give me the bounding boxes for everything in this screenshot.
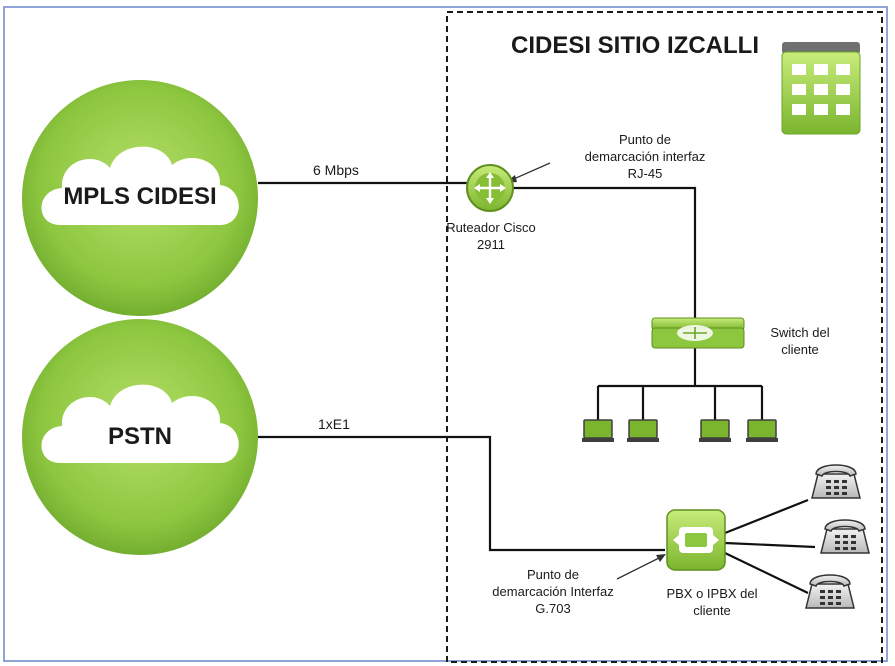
mpls-link-speed: 6 Mbps [313,162,359,178]
router-label: Ruteador Cisco 2911 [446,220,536,252]
router-demarc-note: Punto de demarcación interfaz RJ-45 [584,132,706,181]
pstn-cloud-icon [22,319,258,555]
site-boundary [446,11,883,663]
laptop-icon [699,419,731,442]
telephone-icon [805,574,855,609]
laptop-icon [627,419,659,442]
pstn-cloud-label: PSTN [107,423,172,450]
demarc-arrow-pbx [616,554,666,580]
connection-lines [258,181,816,594]
telephone-icon [820,519,870,554]
switch-icon [651,317,745,349]
diagram-frame [3,6,888,662]
laptop-icon [582,419,614,442]
telephone-icon [811,464,861,499]
pstn-link-trunk: 1xE1 [318,416,350,432]
mpls-cloud-icon [22,80,258,316]
pbx-demarc-note: Punto de demarcación Interfaz G.703 [492,567,614,616]
pbx-label: PBX o IPBX del cliente [666,586,758,618]
laptop-icon [746,419,778,442]
pbx-icon [666,509,726,571]
switch-label: Switch del cliente [770,325,830,357]
router-icon [466,164,514,212]
building-icon [781,42,861,135]
site-title: CIDESI SITIO IZCALLI [510,32,759,59]
mpls-cloud-label: MPLS CIDESI [63,183,217,210]
